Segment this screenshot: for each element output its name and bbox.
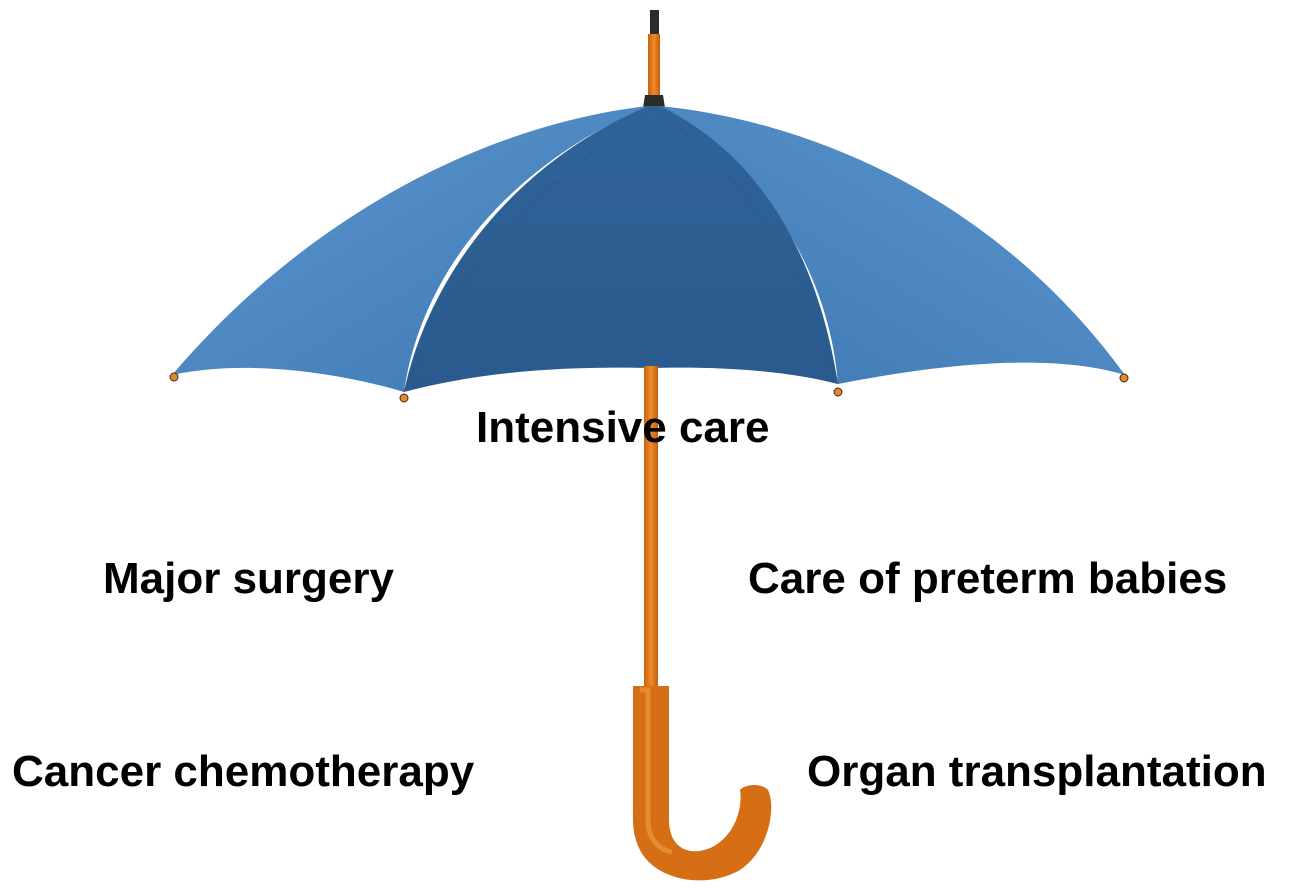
label-intensive-care: Intensive care <box>476 406 770 450</box>
label-major-surgery: Major surgery <box>103 557 394 601</box>
umbrella-tip <box>643 10 665 108</box>
umbrella-handle <box>633 686 771 880</box>
label-care-of-preterm-babies: Care of preterm babies <box>748 557 1227 601</box>
label-cancer-chemotherapy: Cancer chemotherapy <box>12 750 474 794</box>
label-organ-transplantation: Organ transplantation <box>807 750 1267 794</box>
